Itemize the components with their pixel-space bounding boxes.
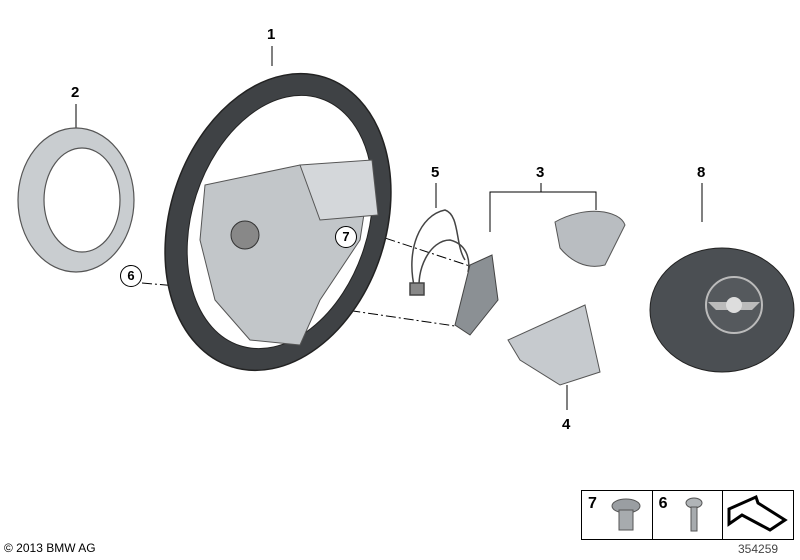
legend-cell [723, 491, 793, 539]
copyright: © 2013 BMW AG [4, 541, 96, 555]
lower-trim-cover [507, 304, 601, 386]
callout-1: 1 [267, 26, 276, 43]
legend-cell: 7 [582, 491, 653, 539]
callout-7: 7 [335, 226, 357, 248]
callout-5: 5 [431, 164, 440, 181]
callout-3: 3 [536, 164, 545, 181]
airbag-module [649, 247, 795, 373]
trim-covers [454, 210, 626, 336]
steering-wheel-rear-cover [17, 127, 135, 273]
fastener-legend: 7 6 [581, 490, 794, 540]
callout-2: 2 [71, 84, 80, 101]
legend-number: 6 [658, 495, 668, 512]
callout-6: 6 [120, 265, 142, 287]
steering-wheel [164, 72, 392, 372]
callout-8: 8 [697, 164, 706, 181]
wiring-harness [409, 209, 470, 296]
orientation-arrow-icon [727, 494, 788, 532]
callout-4: 4 [562, 416, 571, 433]
document-number: 354259 [738, 542, 779, 556]
hex-flange-bolt-icon [611, 498, 641, 531]
legend-cell: 6 [653, 491, 724, 539]
legend-number: 7 [588, 495, 597, 512]
torx-screw-icon [685, 497, 703, 532]
